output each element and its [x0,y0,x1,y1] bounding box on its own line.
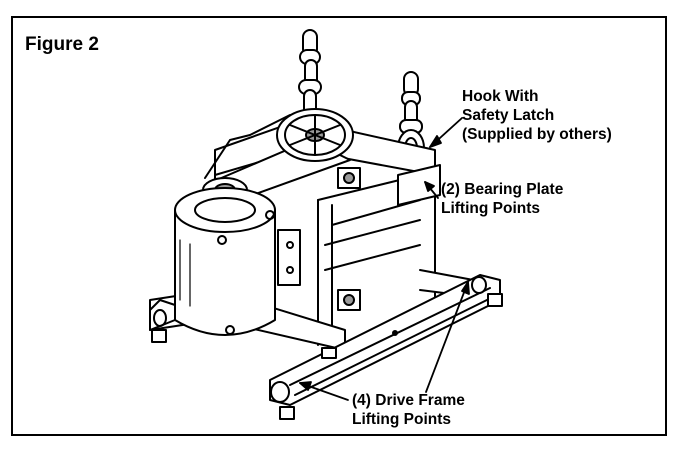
drive-frame-callout-line-1: (4) Drive Frame [352,392,465,409]
figure-title: Figure 2 [25,34,99,55]
bearing-plate-callout: (2) Bearing Plate Lifting Points [441,180,563,218]
hook-callout-line-3: (Supplied by others) [462,126,612,143]
bearing-plate-callout-line-2: Lifting Points [441,200,541,217]
bearing-plate-callout-line-1: (2) Bearing Plate [441,181,564,198]
base-rails [149,274,501,406]
hook-callout-line-1: Hook With [462,88,539,105]
feet [151,293,503,420]
left-chain [298,29,322,119]
callout-arrows [299,117,470,401]
drive-frame-callout-line-2: Lifting Points [352,411,452,428]
hook-callout: Hook With Safety Latch (Supplied by othe… [462,87,612,144]
bearing-blocks [337,164,441,311]
drive-frame-callout: (4) Drive Frame Lifting Points [352,391,465,429]
motor [174,187,301,336]
hook-callout-line-2: Safety Latch [462,107,555,124]
